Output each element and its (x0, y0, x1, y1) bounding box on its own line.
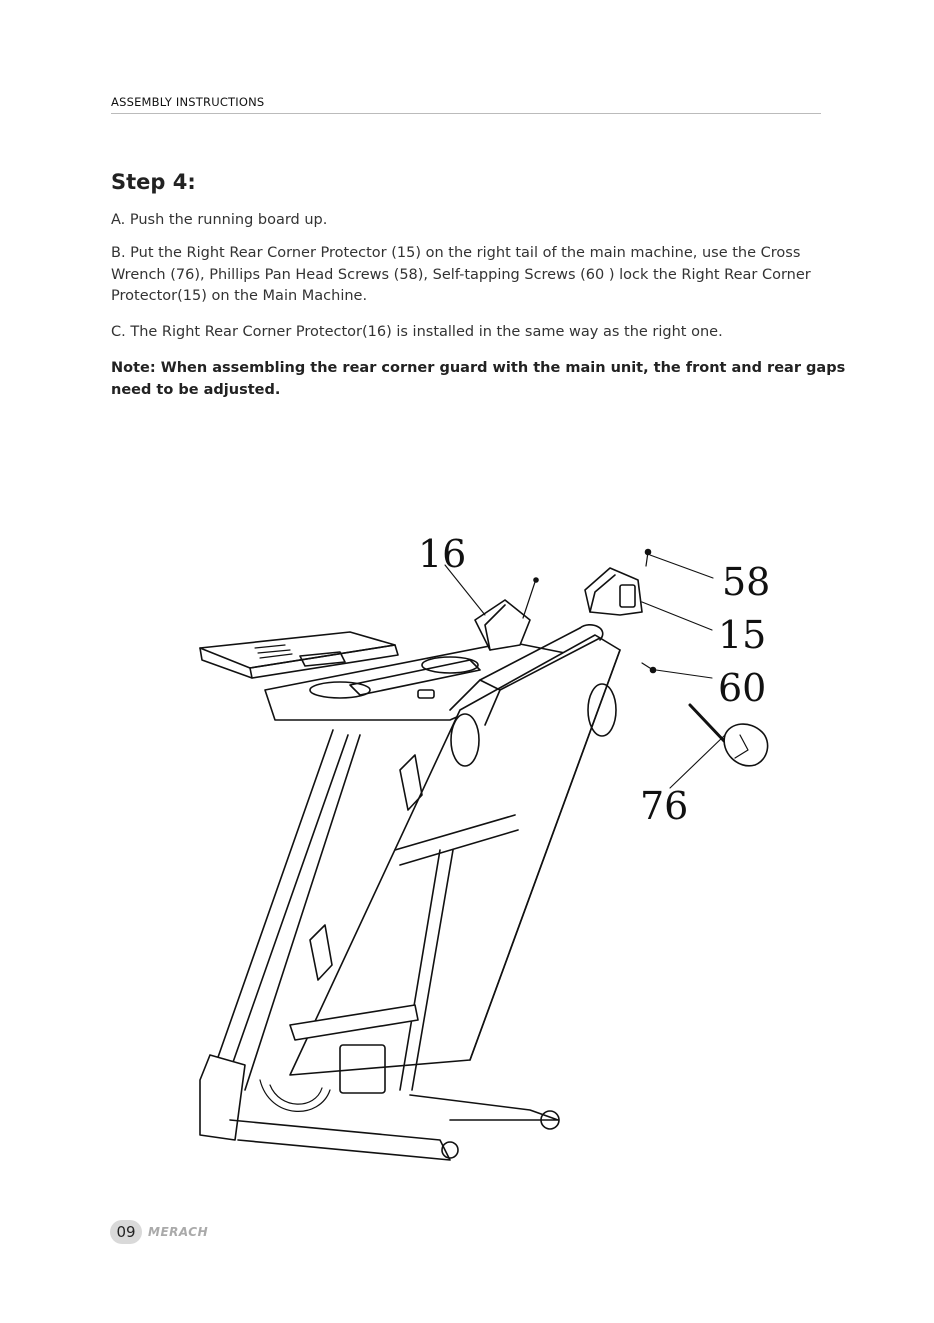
upright-frame (209, 729, 519, 1091)
running-deck (289, 624, 621, 1076)
header-divider (111, 113, 821, 114)
treadmill-assembly-diagram: 16 58 15 60 76 (199, 532, 770, 1161)
callout-16: 16 (418, 532, 466, 576)
rear-corner-protector-15 (584, 567, 643, 616)
rear-corner-protector-16 (474, 577, 539, 651)
instruction-a: A. Push the running board up. (111, 212, 328, 228)
instruction-b: B. Put the Right Rear Corner Protector (… (111, 245, 811, 304)
callout-60: 60 (718, 666, 766, 710)
step-title: Step 4: (111, 170, 196, 194)
callout-15: 15 (718, 613, 766, 657)
callout-76: 76 (640, 784, 688, 828)
callout-58: 58 (722, 560, 770, 604)
section-header: ASSEMBLY INSTRUCTIONS (111, 95, 265, 109)
cross-wrench-76 (688, 703, 769, 767)
base-frame (199, 1004, 560, 1161)
instruction-c: C. The Right Rear Corner Protector(16) i… (111, 324, 723, 340)
screw-58 (644, 548, 652, 567)
assembly-note: Note: When assembling the rear corner gu… (111, 360, 846, 398)
page-number: 09 (110, 1220, 142, 1244)
brand-logo: MERACH (148, 1225, 209, 1239)
handle-frame (264, 641, 591, 721)
screw-60 (641, 662, 657, 674)
callout-leaders (444, 554, 726, 789)
console-tray (199, 631, 399, 679)
